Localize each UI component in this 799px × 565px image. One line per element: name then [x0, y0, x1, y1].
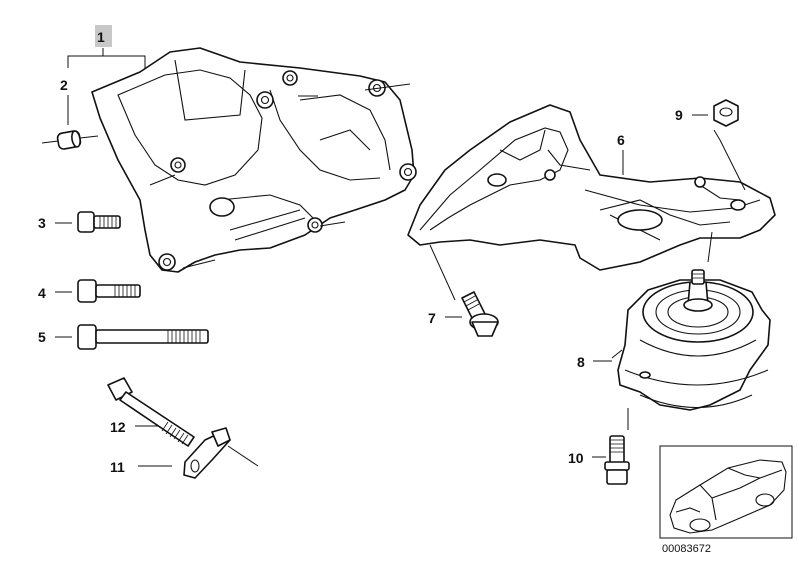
- bolt-5: [77, 324, 209, 350]
- bolt-10: [604, 435, 630, 485]
- label-3: 3: [38, 215, 46, 231]
- label-10: 10: [568, 450, 584, 466]
- label-1: 1: [97, 29, 105, 45]
- label-4: 4: [38, 285, 46, 301]
- bolt-3: [77, 211, 121, 233]
- bolt-4: [77, 279, 141, 303]
- engine-mount-arm: [407, 104, 776, 301]
- bracket-1: [67, 55, 146, 68]
- label-8: 8: [577, 354, 585, 370]
- small-bracket-11: [183, 427, 259, 479]
- vehicle-thumbnail: [659, 445, 793, 539]
- sleeve-part: [41, 130, 99, 150]
- reference-number: 00083672: [662, 543, 711, 555]
- nut-9: [713, 99, 739, 127]
- label-12: 12: [110, 419, 126, 435]
- label-1-highlight: [95, 25, 112, 47]
- label-6: 6: [617, 132, 625, 148]
- bolt-12: [107, 377, 195, 447]
- label-9: 9: [675, 107, 683, 123]
- bolt-7: [461, 291, 499, 337]
- label-5: 5: [38, 329, 46, 345]
- label-7: 7: [428, 310, 436, 326]
- engine-support-bracket: [91, 47, 417, 273]
- label-2: 2: [60, 77, 68, 93]
- label-11: 11: [110, 459, 125, 475]
- rubber-engine-mount: [611, 269, 771, 430]
